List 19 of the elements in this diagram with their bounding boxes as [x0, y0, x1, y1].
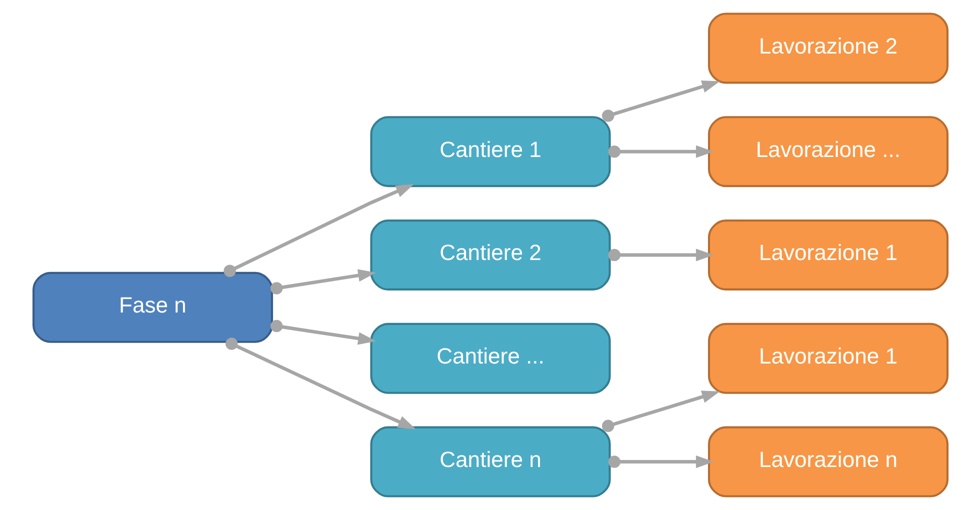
arrow — [601, 80, 720, 122]
node-box: Lavorazione ... — [707, 116, 948, 188]
node-box: Lavorazione 1 — [707, 322, 948, 394]
node-box: Fase n — [32, 272, 273, 343]
arrow — [608, 248, 714, 262]
arrow — [270, 269, 376, 294]
arrow — [225, 338, 416, 430]
node-box: Cantiere 2 — [370, 220, 610, 290]
node-box: Lavorazione 2 — [707, 12, 948, 84]
node-box: Cantiere 1 — [370, 116, 610, 188]
node-box: Lavorazione 1 — [707, 220, 948, 290]
arrow — [608, 145, 714, 158]
arrow — [608, 456, 714, 468]
arrow — [601, 390, 720, 432]
arrow — [223, 184, 414, 277]
node-box: Cantiere ... — [370, 322, 610, 394]
node-box: Lavorazione n — [707, 426, 948, 498]
node-box: Cantiere n — [370, 426, 610, 498]
arrow — [270, 320, 376, 345]
